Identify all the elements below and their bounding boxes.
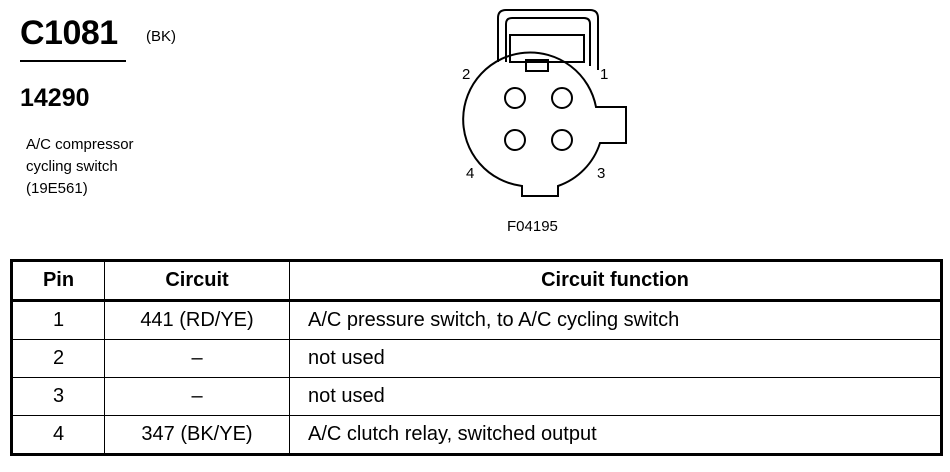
pin-label-1: 1 <box>600 66 608 83</box>
cell-function: not used <box>289 377 942 416</box>
cell-function: A/C pressure switch, to A/C cycling swit… <box>289 300 942 340</box>
connector-id-underline <box>20 60 126 62</box>
header-circuit: Circuit <box>104 260 290 302</box>
table-header-row: Pin Circuit Circuit function <box>11 260 942 302</box>
description-line: A/C compressor <box>26 136 134 153</box>
cell-circuit: – <box>104 377 290 416</box>
pin-label-4: 4 <box>466 165 474 182</box>
table-row: 1 441 (RD/YE) A/C pressure switch, to A/… <box>11 300 942 340</box>
cell-pin: 3 <box>11 377 105 416</box>
connector-id: C1081 <box>20 14 118 52</box>
keyway <box>509 34 585 63</box>
figure-id: F04195 <box>507 218 558 235</box>
header-circuit-function: Circuit function <box>289 260 942 302</box>
pin-cavity-2 <box>504 87 526 109</box>
cell-pin: 1 <box>11 300 105 340</box>
locking-tab-inner <box>505 17 591 66</box>
keyway-notch <box>525 59 549 72</box>
pin-label-2: 2 <box>462 66 470 83</box>
cell-pin: 2 <box>11 339 105 378</box>
pin-table: Pin Circuit Circuit function 1 441 (RD/Y… <box>10 259 943 456</box>
connector-body <box>462 51 627 197</box>
cell-function: not used <box>289 339 942 378</box>
cell-circuit: – <box>104 339 290 378</box>
part-number: 14290 <box>20 84 90 112</box>
connector-color-code: (BK) <box>146 28 176 45</box>
locking-tab-outer <box>497 9 599 70</box>
pin-cavity-3 <box>551 129 573 151</box>
cell-circuit: 441 (RD/YE) <box>104 300 290 340</box>
pin-label-3: 3 <box>597 165 605 182</box>
pin-cavity-4 <box>504 129 526 151</box>
connector-face-diagram: 2 1 4 3 F04195 <box>462 9 627 235</box>
description-line: (19E561) <box>26 180 88 197</box>
table-row: 2 – not used <box>11 339 942 378</box>
cell-pin: 4 <box>11 415 105 455</box>
cell-function: A/C clutch relay, switched output <box>289 415 942 455</box>
table-row: 3 – not used <box>11 377 942 416</box>
component-description: A/C compressor cycling switch (19E561) <box>26 134 134 200</box>
pin-cavity-1 <box>551 87 573 109</box>
description-line: cycling switch <box>26 158 118 175</box>
cell-circuit: 347 (BK/YE) <box>104 415 290 455</box>
table-row: 4 347 (BK/YE) A/C clutch relay, switched… <box>11 415 942 455</box>
header-pin: Pin <box>11 260 105 302</box>
